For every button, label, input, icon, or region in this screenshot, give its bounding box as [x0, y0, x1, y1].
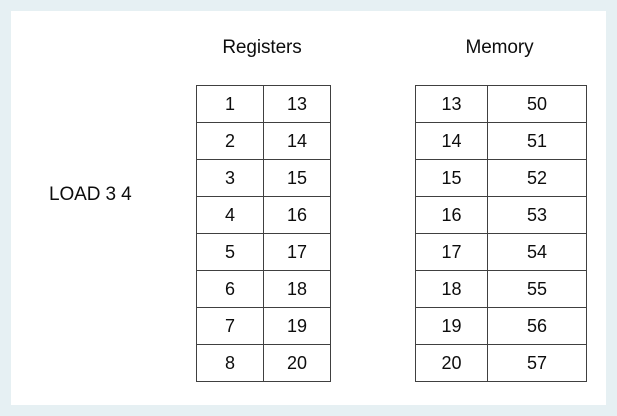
memory-table: 13 50 14 51 15 52 16 53 17 54 18 55 — [415, 85, 587, 382]
table-row: 16 53 — [415, 196, 587, 234]
table-row: 20 57 — [415, 344, 587, 382]
memory-address-cell: 20 — [415, 344, 488, 382]
memory-value-cell: 54 — [487, 233, 587, 271]
instruction-label: LOAD 3 4 — [49, 184, 132, 205]
register-index-cell: 7 — [196, 307, 264, 345]
register-index-cell: 6 — [196, 270, 264, 308]
register-value-cell: 17 — [263, 233, 331, 271]
registers-table-title: Registers — [222, 37, 302, 58]
memory-address-cell: 19 — [415, 307, 488, 345]
table-row: 13 50 — [415, 85, 587, 123]
memory-address-cell: 18 — [415, 270, 488, 308]
table-row: 17 54 — [415, 233, 587, 271]
register-value-cell: 20 — [263, 344, 331, 382]
register-index-cell: 3 — [196, 159, 264, 197]
register-index-cell: 2 — [196, 122, 264, 160]
memory-value-cell: 56 — [487, 307, 587, 345]
memory-value-cell: 57 — [487, 344, 587, 382]
register-value-cell: 16 — [263, 196, 331, 234]
table-row: 18 55 — [415, 270, 587, 308]
register-value-cell: 15 — [263, 159, 331, 197]
memory-value-cell: 53 — [487, 196, 587, 234]
table-row: 6 18 — [196, 270, 331, 308]
table-row: 14 51 — [415, 122, 587, 160]
table-row: 7 19 — [196, 307, 331, 345]
memory-value-cell: 55 — [487, 270, 587, 308]
memory-value-cell: 50 — [487, 85, 587, 123]
table-row: 1 13 — [196, 85, 331, 123]
memory-address-cell: 17 — [415, 233, 488, 271]
slide-canvas: Registers Memory LOAD 3 4 1 13 2 14 3 15… — [11, 11, 606, 405]
register-index-cell: 8 — [196, 344, 264, 382]
table-row: 3 15 — [196, 159, 331, 197]
register-value-cell: 13 — [263, 85, 331, 123]
registers-table: 1 13 2 14 3 15 4 16 5 17 6 18 — [196, 85, 331, 382]
table-row: 8 20 — [196, 344, 331, 382]
register-value-cell: 19 — [263, 307, 331, 345]
register-index-cell: 4 — [196, 196, 264, 234]
table-row: 19 56 — [415, 307, 587, 345]
memory-address-cell: 14 — [415, 122, 488, 160]
register-value-cell: 18 — [263, 270, 331, 308]
register-index-cell: 5 — [196, 233, 264, 271]
table-row: 4 16 — [196, 196, 331, 234]
memory-address-cell: 13 — [415, 85, 488, 123]
memory-address-cell: 16 — [415, 196, 488, 234]
table-row: 15 52 — [415, 159, 587, 197]
memory-value-cell: 51 — [487, 122, 587, 160]
table-row: 2 14 — [196, 122, 331, 160]
register-value-cell: 14 — [263, 122, 331, 160]
memory-value-cell: 52 — [487, 159, 587, 197]
memory-table-title: Memory — [465, 37, 534, 58]
register-index-cell: 1 — [196, 85, 264, 123]
memory-address-cell: 15 — [415, 159, 488, 197]
table-row: 5 17 — [196, 233, 331, 271]
